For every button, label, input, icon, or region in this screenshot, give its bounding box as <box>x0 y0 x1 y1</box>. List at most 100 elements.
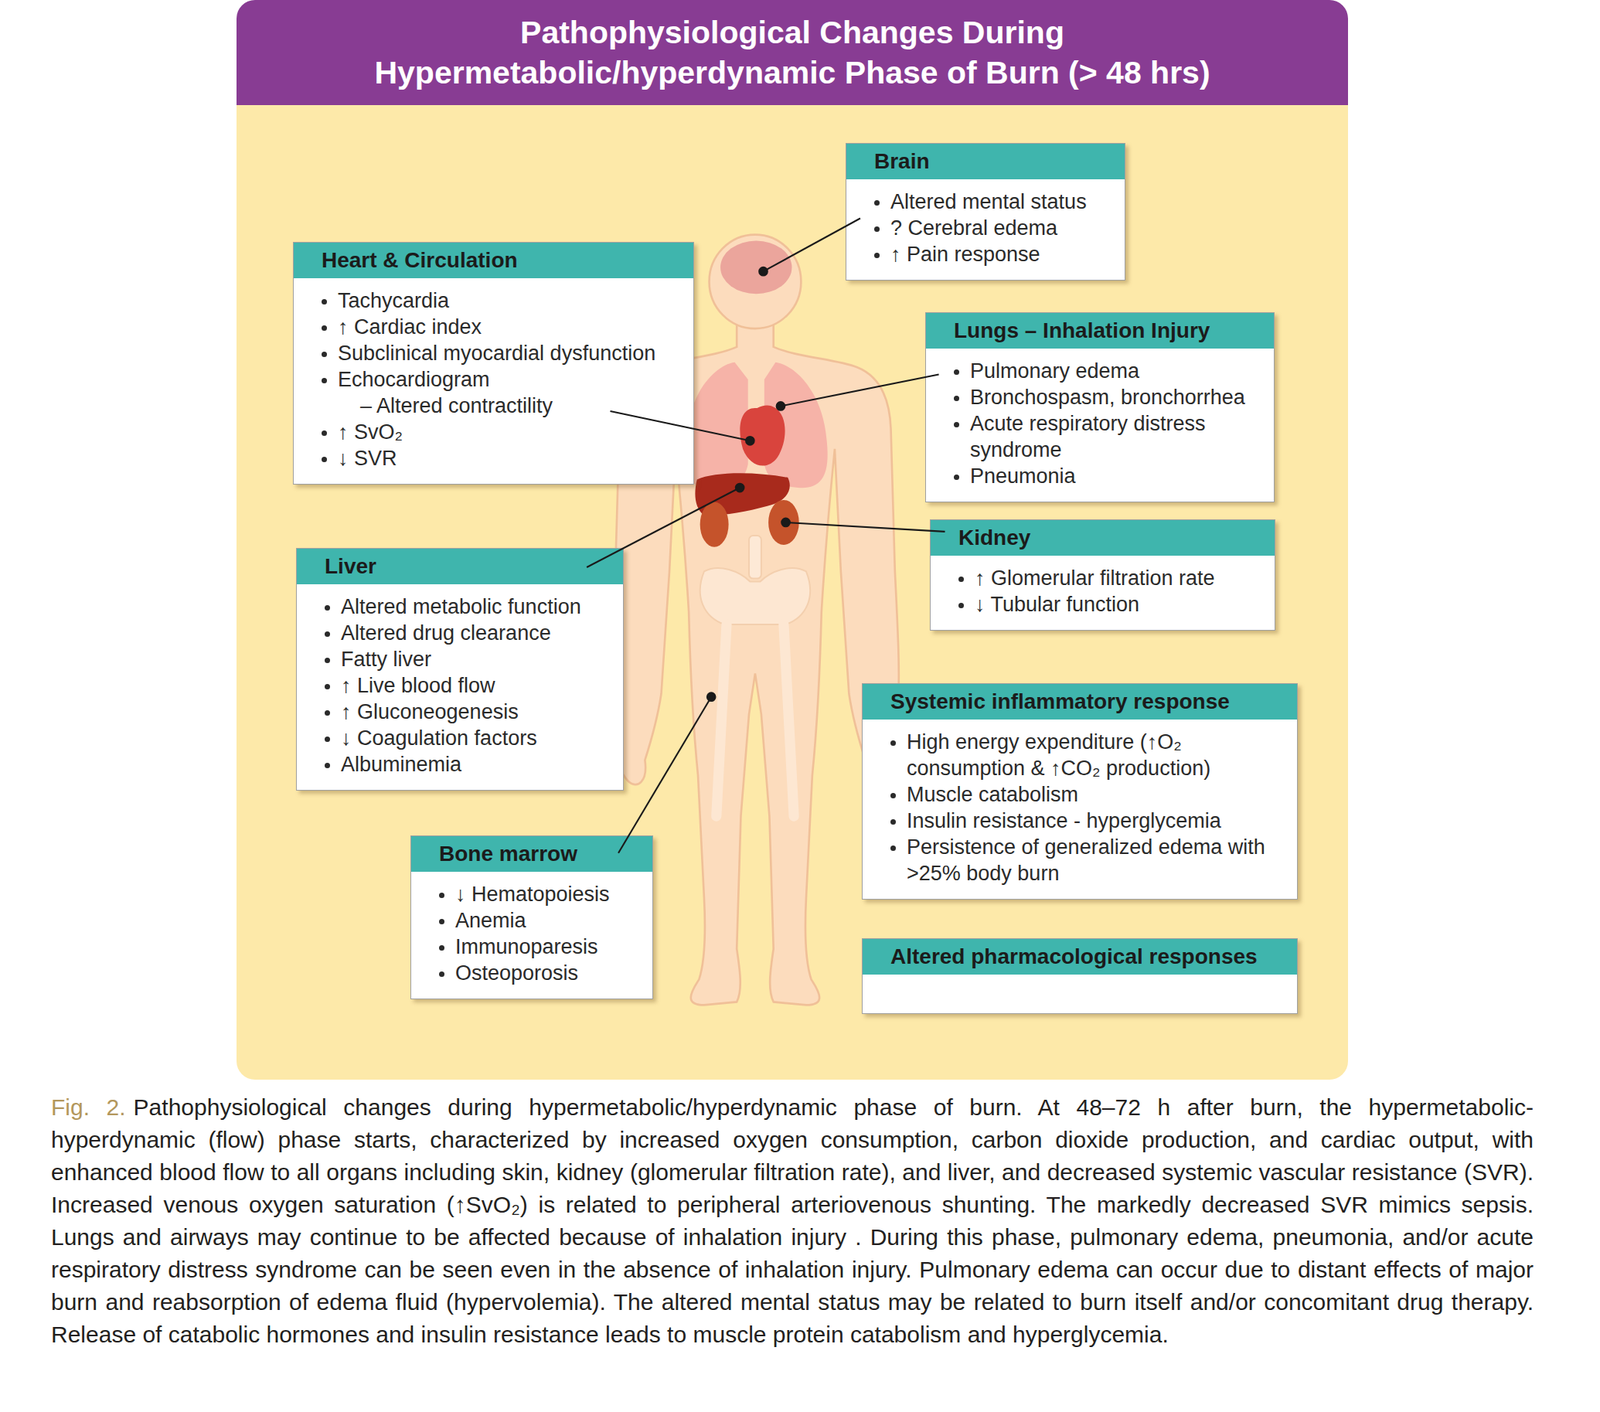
bullet-dot <box>324 605 331 611</box>
list-item: ↑ Cardiac index <box>337 313 683 341</box>
list-row: ? Cerebral edema <box>846 214 1114 242</box>
list-item: Subclinical myocardial dysfunction <box>337 340 683 367</box>
info-box: Bone marrow↓ HematopoiesisAnemiaImmunopa… <box>410 835 654 1000</box>
leader-dot <box>707 692 716 702</box>
list-row: Pulmonary edema <box>925 357 1263 385</box>
list-row: – Altered contractility <box>293 392 683 419</box>
left-lung <box>684 362 749 489</box>
list-item: Persistence of generalized edema with >2… <box>906 834 1287 887</box>
bullet-dot <box>958 576 964 583</box>
info-box: BrainAltered mental status? Cerebral ede… <box>845 142 1126 281</box>
list-item: Pneumonia <box>970 462 1263 490</box>
box-heading: Kidney <box>958 524 1031 552</box>
box-body: High energy expenditure (↑O₂ consumption… <box>862 719 1298 899</box>
list-item: Pulmonary edema <box>970 357 1263 385</box>
list-item: Acute respiratory distress syndrome <box>970 410 1263 463</box>
leader-dot <box>759 267 768 276</box>
list-item: Altered metabolic function <box>340 593 613 620</box>
bullet-dot <box>953 474 960 480</box>
box-body: ↓ HematopoiesisAnemiaImmunoparesisOsteop… <box>411 871 653 999</box>
right-femur <box>783 624 794 817</box>
box-header: Bone marrow <box>411 836 653 872</box>
bullet-dot <box>890 845 896 852</box>
info-box: Altered pharmacological responses <box>861 938 1298 1015</box>
list-row: Altered mental status <box>846 188 1114 215</box>
list-row: ↑ Cardiac index <box>293 313 683 341</box>
list-row: Immunoparesis <box>411 933 642 960</box>
list-row: Pneumonia <box>925 462 1263 490</box>
list-row: ↓ SVR <box>293 445 683 472</box>
box-header: Brain <box>846 143 1125 180</box>
leader-dot <box>735 483 745 493</box>
bullet-dot <box>874 252 880 259</box>
list-row: Bronchospasm, bronchorrhea <box>925 384 1263 411</box>
list-row: ↓ Hematopoiesis <box>411 881 642 908</box>
list-row: ↑ Glomerular filtration rate <box>930 565 1264 592</box>
box-body: Altered metabolic functionAltered drug c… <box>296 584 623 790</box>
left-femur <box>716 624 727 817</box>
list-item: High energy expenditure (↑O₂ consumption… <box>906 728 1287 782</box>
heart <box>739 405 785 467</box>
list-row: ↑ Pain response <box>846 241 1114 268</box>
bullet-dot <box>324 631 331 637</box>
list-item: ↑ SvO₂ <box>337 418 683 446</box>
list-row: Osteoporosis <box>411 960 642 987</box>
list-row: Albuminemia <box>296 751 613 778</box>
box-body: Tachycardia↑ Cardiac indexSubclinical my… <box>293 278 694 484</box>
head <box>709 234 802 329</box>
list-item: ↑ Live blood flow <box>340 672 613 699</box>
list-item: ↓ Coagulation factors <box>340 725 613 752</box>
list-item: Fatty liver <box>340 646 613 673</box>
list-row: ↑ Gluconeogenesis <box>296 698 613 726</box>
list-item: Altered drug clearance <box>340 619 613 647</box>
box-body: Pulmonary edemaBronchospasm, bronchorrhe… <box>925 348 1274 502</box>
list-item: ↓ SVR <box>337 445 683 472</box>
leader-line <box>618 697 712 854</box>
box-heading: Altered pharmacological responses <box>890 943 1258 971</box>
list-item: ↑ Glomerular filtration rate <box>974 565 1264 592</box>
list-row: Muscle catabolism <box>862 781 1287 808</box>
bullet-dot <box>439 892 445 899</box>
bullet-dot <box>890 819 896 825</box>
bullet-dot <box>321 325 327 331</box>
left-kidney <box>700 502 729 548</box>
list-item: ↑ Pain response <box>890 241 1114 268</box>
list-row: Acute respiratory distress syndrome <box>925 410 1263 463</box>
box-header: Heart & Circulation <box>293 242 694 279</box>
bullet-dot <box>439 919 445 925</box>
right-lung <box>764 362 828 489</box>
list-item: ? Cerebral edema <box>890 214 1114 242</box>
info-box: Lungs – Inhalation InjuryPulmonary edema… <box>925 312 1275 503</box>
list-row: Tachycardia <box>293 287 683 314</box>
leader-line <box>609 411 750 441</box>
liver <box>694 473 790 516</box>
list-item: Echocardiogram <box>337 366 683 393</box>
box-body: Altered mental status? Cerebral edema↑ P… <box>846 179 1125 280</box>
bullet-dot <box>324 657 331 664</box>
bullet-dot <box>953 422 960 428</box>
list-item: Insulin resistance - hyperglycemia <box>906 807 1287 835</box>
list-item: – Altered contractility <box>360 392 683 419</box>
info-box: Systemic inflammatory responseHigh energ… <box>861 683 1298 900</box>
title-band: Pathophysiological Changes During Hyperm… <box>236 0 1349 106</box>
pelvis <box>700 568 811 625</box>
list-item: Muscle catabolism <box>906 781 1287 808</box>
list-row: Anemia <box>411 907 642 934</box>
info-box: LiverAltered metabolic functionAltered d… <box>296 548 624 791</box>
leader-line <box>786 522 946 532</box>
leader-dot <box>781 518 790 528</box>
list-item: Albuminemia <box>340 751 613 778</box>
list-row: Echocardiogram <box>293 366 683 393</box>
bullet-dot <box>324 684 331 690</box>
list-row: ↑ Live blood flow <box>296 672 613 699</box>
leader-dot <box>776 401 786 411</box>
list-item: ↓ Hematopoiesis <box>455 881 642 908</box>
bullet-dot <box>439 971 445 978</box>
bullet-dot <box>324 736 331 743</box>
box-body <box>862 974 1298 1014</box>
list-row: Fatty liver <box>296 646 613 673</box>
bullet-dot <box>953 369 960 375</box>
bullet-dot <box>321 299 327 305</box>
list-row: Altered metabolic function <box>296 593 613 620</box>
box-header: Systemic inflammatory response <box>862 684 1298 720</box>
